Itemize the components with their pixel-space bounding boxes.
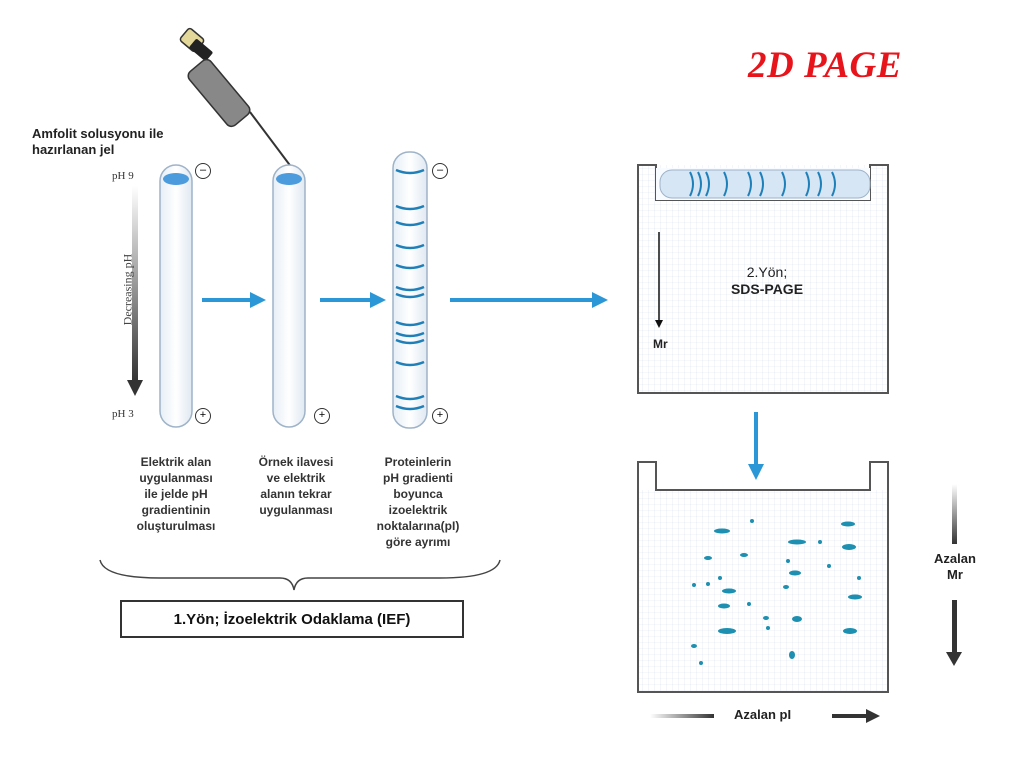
step-3-line: göre ayrımı: [385, 535, 451, 549]
process-arrows: [202, 292, 764, 480]
step-3-line: noktalarına(pI): [376, 519, 460, 533]
step-2-line: alanın tekrar: [260, 487, 332, 501]
sds-gel-2: [637, 461, 889, 693]
gel-note-line-1: Amfolit solusyonu ile: [32, 126, 164, 141]
sds-gel-1: [637, 164, 889, 394]
step-2-line: ve elektrik: [266, 471, 326, 485]
azalan-pi-label: Azalan pI: [734, 707, 792, 722]
sds-page-label: 2.Yön; SDS-PAGE: [712, 264, 822, 298]
azalan-mr-line-2: Mr: [947, 567, 963, 582]
azalan-mr-label: Azalan Mr: [920, 551, 990, 583]
step-3-line: izoelektrik: [388, 503, 448, 517]
pipette-icon: [179, 27, 299, 179]
page-title: 2D PAGE: [748, 45, 902, 86]
step-3-line: boyunca: [393, 487, 443, 501]
tube-1: [159, 164, 193, 428]
electrode-plus-3: +: [432, 408, 448, 424]
step-2-line: uygulanması: [259, 503, 333, 517]
strip-bands: [689, 171, 836, 197]
step-3-line: Proteinlerin: [384, 455, 452, 469]
ph-top-label: pH 9: [112, 170, 134, 182]
azalan-pi-arrow: [650, 709, 880, 723]
decreasing-ph-arrow: [127, 186, 143, 396]
electrode-minus-1: –: [195, 163, 211, 179]
electrode-plus-2: +: [314, 408, 330, 424]
step-1-line: Elektrik alan: [140, 455, 212, 469]
ief-brace: [99, 559, 501, 591]
gel-note-line-2: hazırlanan jel: [32, 142, 115, 157]
decreasing-ph-label: Decreasing pH: [120, 253, 135, 326]
step-1-line: gradientinin: [141, 503, 211, 517]
step-2-line: Örnek ilavesi: [258, 455, 334, 469]
step-1-line: uygulanması: [139, 471, 213, 485]
step-3-line: pH gradienti: [382, 471, 453, 485]
gel-note: Amfolit solusyonu ile hazırlanan jel: [32, 126, 163, 158]
step-1-line: oluşturulması: [136, 519, 216, 533]
step-1-text: Elektrik alan uygulanması ile jelde pH g…: [116, 454, 236, 534]
mr-label: Mr: [653, 337, 668, 351]
azalan-mr-arrow: [946, 484, 962, 666]
tube-3: [392, 151, 428, 429]
ph-bottom-label: pH 3: [112, 408, 134, 420]
protein-spots: [691, 519, 862, 665]
ief-label-box: 1.Yön; İzoelektrik Odaklama (IEF): [120, 600, 464, 638]
sds-page-line-2: SDS-PAGE: [730, 281, 804, 297]
step-2-text: Örnek ilavesi ve elektrik alanın tekrar …: [236, 454, 356, 518]
sds-page-line-1: 2.Yön;: [746, 264, 788, 280]
electrode-minus-3: –: [432, 163, 448, 179]
tube-2: [272, 164, 306, 428]
azalan-mr-line-1: Azalan: [934, 551, 976, 566]
ief-bands: [395, 168, 425, 411]
step-3-text: Proteinlerin pH gradienti boyunca izoele…: [358, 454, 478, 550]
step-1-line: ile jelde pH: [144, 487, 208, 501]
electrode-plus-1: +: [195, 408, 211, 424]
